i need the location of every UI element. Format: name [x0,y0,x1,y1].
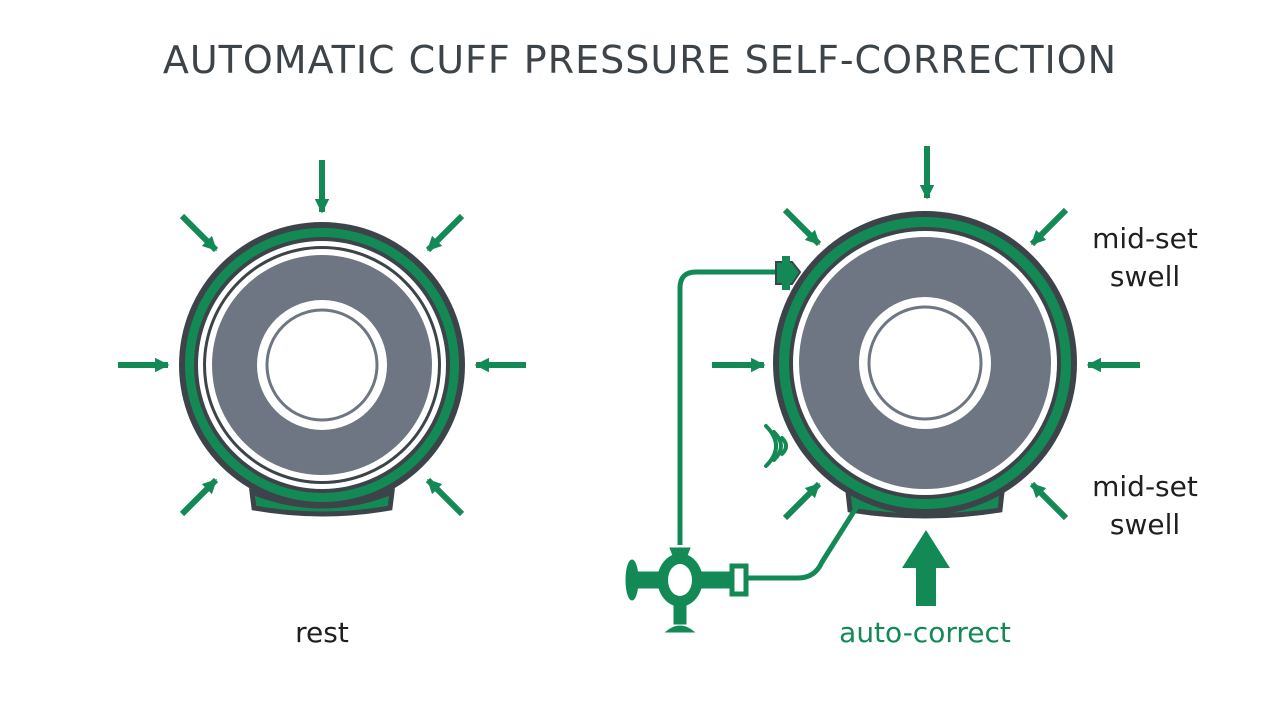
diagram-title: AUTOMATIC CUFF PRESSURE SELF-CORRECTION [162,38,1118,82]
label-swell-top: mid-set swell [1065,220,1225,296]
label-rest: rest [295,616,349,649]
label-swell-top-line2: swell [1109,260,1181,293]
swell-lumen [859,297,991,429]
swell-cuff [773,211,1077,519]
swell-arrow-bottom-left [782,481,822,521]
pilot-line [677,269,861,581]
rest-arrow-top-left [179,213,219,253]
label-swell-bottom-line1: mid-set [1092,470,1198,503]
rest-arrow-bottom-left [179,477,219,517]
label-swell-top-line1: mid-set [1092,222,1198,255]
swell-arrow-top-right [1029,207,1069,247]
swell-pressure-arrows [712,146,1140,521]
pressure-sensor-nozzle [775,256,802,290]
rest-cuff [179,222,465,517]
rest-arrow-top-right [425,213,465,253]
regulator-valve-icon [625,547,749,633]
label-swell-bottom: mid-set swell [1065,468,1225,544]
rest-pressure-arrows [118,160,526,517]
rest-lumen [257,300,387,430]
correction-arrow [902,530,950,606]
signal-waves-icon [764,424,788,468]
label-swell-bottom-line2: swell [1109,508,1181,541]
swell-arrow-top-left [782,207,822,247]
swell-arrow-bottom-right [1029,481,1069,521]
rest-arrow-bottom-right [425,477,465,517]
label-auto-correct: auto-correct [839,616,1011,649]
